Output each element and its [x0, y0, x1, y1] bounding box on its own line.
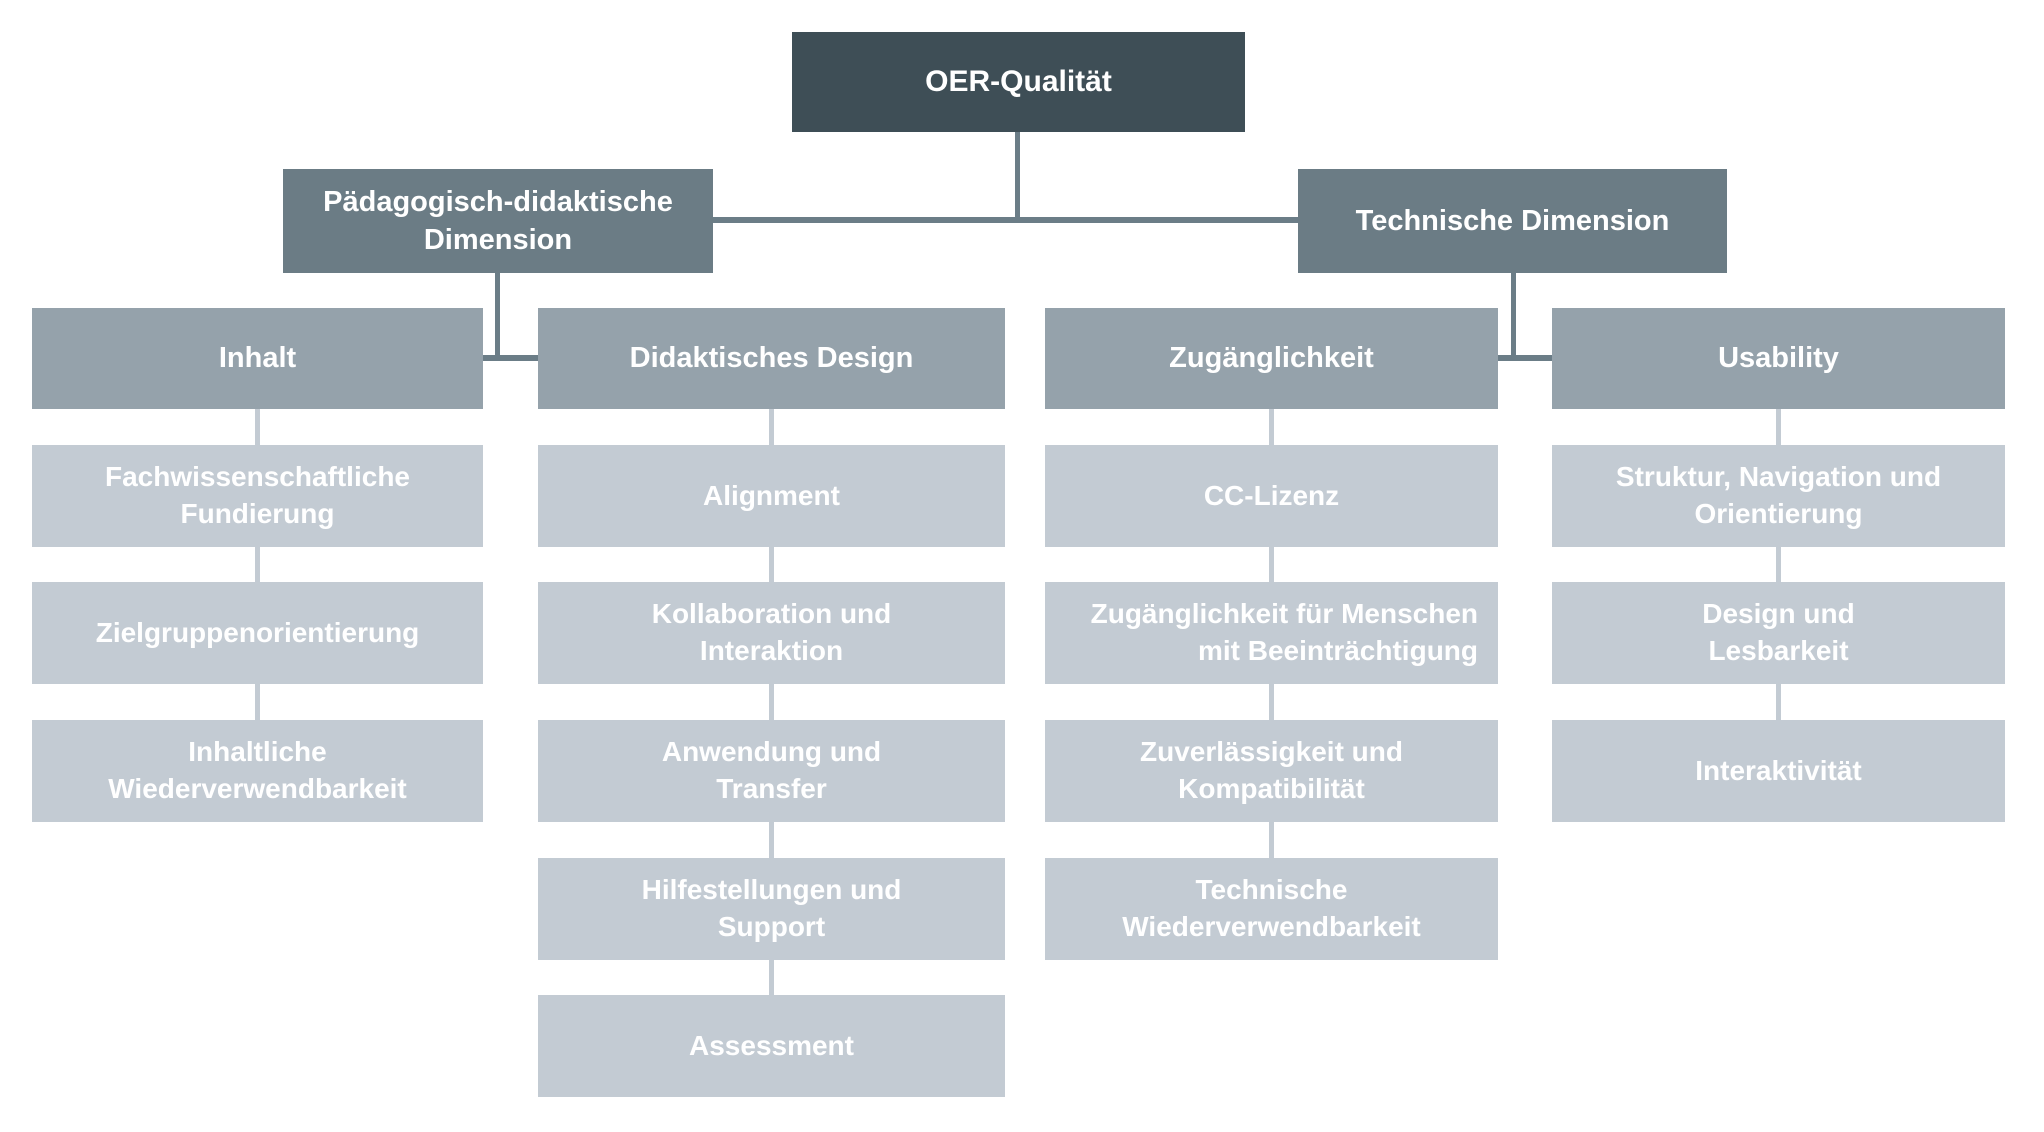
node-struktur-navigation-orientierung: Struktur, Navigation und Orientierung [1552, 445, 2005, 547]
node-interaktivitaet: Interaktivität [1552, 720, 2005, 822]
connector-col3-stub-4 [1269, 822, 1274, 858]
connector-col1-stub-3 [255, 684, 260, 720]
connector-col3-stub-2 [1269, 547, 1274, 582]
connector-technisch-horizontal [1498, 355, 1552, 361]
node-cc-lizenz: CC-Lizenz [1045, 445, 1498, 547]
connector-col4-stub-2 [1776, 547, 1781, 582]
node-header-zugaenglichkeit: Zugänglichkeit [1045, 308, 1498, 409]
connector-paedagogisch-vertical [495, 273, 500, 361]
connector-technisch-vertical [1511, 273, 1516, 361]
node-oer-qualitaet: OER-Qualität [792, 32, 1245, 132]
node-fachwissenschaftliche-fundierung: Fachwissenschaftliche Fundierung [32, 445, 483, 547]
connector-col2-stub-5 [769, 960, 774, 995]
node-zielgruppenorientierung: Zielgruppenorientierung [32, 582, 483, 684]
connector-col2-stub-1 [769, 409, 774, 445]
connector-root-vertical [1015, 132, 1020, 223]
node-anwendung-und-transfer: Anwendung und Transfer [538, 720, 1005, 822]
connector-col4-stub-1 [1776, 409, 1781, 445]
connector-col2-stub-2 [769, 547, 774, 582]
node-assessment: Assessment [538, 995, 1005, 1097]
node-inhaltliche-wiederverwendbarkeit: Inhaltliche Wiederverwendbarkeit [32, 720, 483, 822]
connector-col4-stub-3 [1776, 684, 1781, 720]
connector-col2-stub-4 [769, 822, 774, 858]
connector-dimensions-horizontal [713, 217, 1298, 223]
node-dimension-paedagogisch-didaktisch: Pädagogisch-didaktische Dimension [283, 169, 713, 273]
node-design-und-lesbarkeit: Design und Lesbarkeit [1552, 582, 2005, 684]
node-alignment: Alignment [538, 445, 1005, 547]
node-header-didaktisches-design: Didaktisches Design [538, 308, 1005, 409]
node-zugaenglichkeit-fuer-menschen: Zugänglichkeit für Menschen mit Beeinträ… [1045, 582, 1498, 684]
node-header-inhalt: Inhalt [32, 308, 483, 409]
connector-paedagogisch-horizontal [483, 355, 538, 361]
node-hilfestellungen-und-support: Hilfestellungen und Support [538, 858, 1005, 960]
connector-col3-stub-3 [1269, 684, 1274, 720]
connector-col1-stub-1 [255, 409, 260, 445]
node-header-usability: Usability [1552, 308, 2005, 409]
node-kollaboration-und-interaktion: Kollaboration und Interaktion [538, 582, 1005, 684]
connector-col2-stub-3 [769, 684, 774, 720]
node-technische-wiederverwendbarkeit: Technische Wiederverwendbarkeit [1045, 858, 1498, 960]
node-zuverlaessigkeit-und-kompatibilitaet: Zuverlässigkeit und Kompatibilität [1045, 720, 1498, 822]
connector-col3-stub-1 [1269, 409, 1274, 445]
node-dimension-technisch: Technische Dimension [1298, 169, 1727, 273]
connector-col1-stub-2 [255, 547, 260, 582]
